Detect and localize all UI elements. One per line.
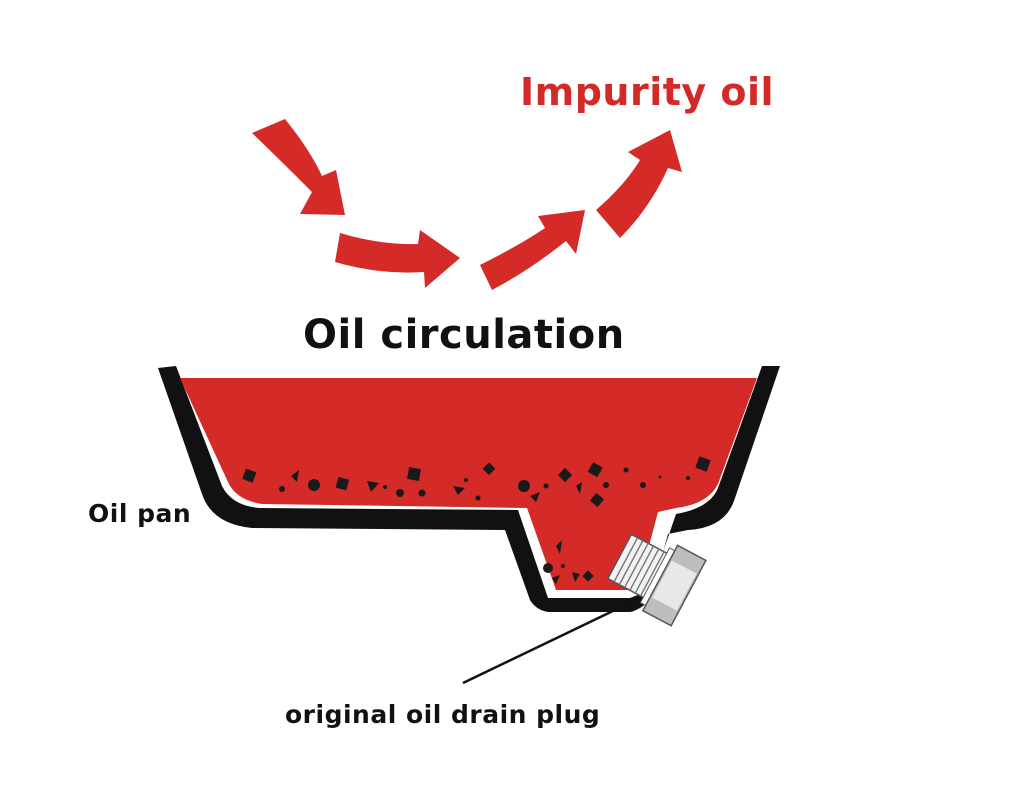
debris-particle-icon (335, 476, 350, 491)
oil-pan-label: Oil pan (88, 499, 192, 528)
debris-particle-icon (603, 482, 609, 488)
thread-lines (613, 537, 665, 597)
debris-particle-icon (658, 475, 662, 479)
debris-particle-icon (530, 492, 540, 502)
debris-particle-icon (242, 468, 257, 483)
drain-plug (606, 533, 707, 627)
debris-particle-icon (695, 456, 711, 472)
debris-particle-icon (576, 482, 582, 494)
debris-particle-icon (556, 540, 562, 554)
debris-particle-icon (407, 467, 421, 481)
debris-particle-icon (587, 462, 603, 478)
debris-particle-icon (543, 563, 553, 573)
drain-plug-head-face (652, 560, 697, 611)
debris-particle-icon (582, 570, 594, 582)
debris-particle-icon (518, 480, 530, 492)
debris-particle-icon (464, 478, 468, 482)
circulation-arrows (252, 119, 682, 290)
debris-particle-icon (482, 462, 496, 476)
debris-particle-icon (589, 492, 605, 508)
oil-pan (158, 366, 780, 612)
curved-arrow-icon (252, 119, 345, 215)
oil-fill (180, 378, 757, 590)
debris-particle-icon (367, 481, 379, 492)
oil-circulation-title: Oil circulation (303, 312, 625, 358)
debris-particle-icon (279, 486, 285, 492)
drain-plug-leader-line (462, 596, 641, 685)
debris-particles (242, 456, 711, 584)
curved-arrow-icon (596, 130, 682, 238)
debris-particle-icon (383, 485, 387, 489)
debris-particle-icon (686, 476, 690, 480)
drain-plug-label: original oil drain plug (285, 700, 601, 729)
debris-particle-icon (308, 479, 320, 491)
debris-particle-icon (561, 564, 565, 568)
debris-particle-icon (418, 489, 426, 497)
debris-particle-icon (475, 495, 481, 501)
debris-particle-icon (640, 482, 646, 488)
debris-particle-icon (557, 467, 573, 483)
debris-particle-icon (572, 572, 580, 582)
debris-particle-icon (291, 470, 299, 482)
debris-particle-icon (623, 467, 629, 473)
curved-arrow-icon (480, 210, 585, 290)
debris-particle-icon (543, 483, 549, 489)
debris-particle-icon (453, 486, 465, 495)
impurity-oil-label: Impurity oil (520, 70, 775, 114)
debris-particle-icon (396, 489, 404, 497)
debris-particle-icon (552, 575, 560, 584)
curved-arrow-icon (335, 230, 460, 288)
